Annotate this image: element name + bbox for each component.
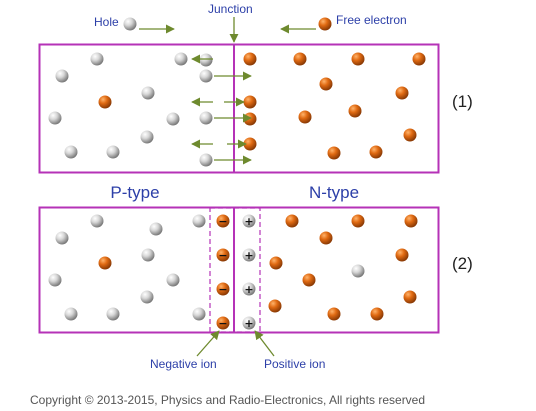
electron-legend-label: Free electron <box>336 13 407 27</box>
negative-ion-sign: − <box>218 215 227 228</box>
junction-label: Junction <box>208 2 253 16</box>
electron-particle <box>298 110 312 124</box>
n-type-label: N-type <box>309 183 359 202</box>
electron-particle <box>403 128 417 142</box>
hole-particle <box>64 307 78 321</box>
positive-ion-ball <box>242 316 256 330</box>
hole-particle <box>140 130 154 144</box>
positive-ion: + <box>242 248 256 262</box>
hole-particle <box>199 53 213 67</box>
electron-particle <box>302 273 316 287</box>
hole-particle <box>192 214 206 228</box>
hole-particle <box>149 222 163 236</box>
electron-particle <box>351 52 365 66</box>
hole-particle <box>90 52 104 66</box>
negative-ion: − <box>216 248 230 262</box>
hole-particle <box>199 111 213 125</box>
positive-ion-ball <box>242 282 256 296</box>
electron-particle <box>351 214 365 228</box>
electron-particle <box>403 290 417 304</box>
positive-ion-arrow <box>254 330 275 357</box>
electron-particle <box>327 307 341 321</box>
hole-legend-label: Hole <box>94 15 119 29</box>
electron-particle <box>404 214 418 228</box>
hole-particle <box>90 214 104 228</box>
hole-particle <box>55 69 69 83</box>
positive-ion: + <box>242 316 256 330</box>
electron-particle <box>369 145 383 159</box>
positive-ion-sign: + <box>244 249 253 262</box>
hole-particle <box>64 145 78 159</box>
electron-particle <box>269 256 283 270</box>
negative-ion-sign: − <box>218 249 227 262</box>
hole-particle <box>140 290 154 304</box>
panel-2-number: (2) <box>452 254 473 273</box>
negative-ion-ball <box>216 282 230 296</box>
hole-particle <box>192 307 206 321</box>
electron-particle <box>395 248 409 262</box>
hole-legend-icon <box>123 17 137 31</box>
positive-ion: + <box>242 214 256 228</box>
positive-ion-ball <box>242 248 256 262</box>
hole-particle <box>351 264 365 278</box>
panel-1-number: (1) <box>452 92 473 111</box>
hole-particle <box>106 307 120 321</box>
hole-particle <box>141 86 155 100</box>
negative-ion-sign: − <box>218 317 227 330</box>
positive-ion-sign: + <box>244 283 253 296</box>
electron-particle <box>395 86 409 100</box>
depletion-region <box>209 207 261 333</box>
electron-particle <box>243 112 257 126</box>
p-type-label: P-type <box>110 183 159 202</box>
copyright-text: Copyright © 2013-2015, Physics and Radio… <box>30 393 425 407</box>
hole-particle <box>48 273 62 287</box>
hole-particle <box>199 153 213 167</box>
negative-ion-ball <box>216 316 230 330</box>
electron-particle <box>293 52 307 66</box>
positive-ion-label: Positive ion <box>264 357 325 371</box>
electron-particle <box>243 52 257 66</box>
electron-particle <box>319 77 333 91</box>
panel-1-frame <box>38 43 440 174</box>
hole-particle <box>199 69 213 83</box>
negative-ion: − <box>216 214 230 228</box>
positive-ion-ball <box>242 214 256 228</box>
electron-particle <box>327 146 341 160</box>
electron-particle <box>98 95 112 109</box>
panel-2-ions: − + − + − + − + <box>216 214 256 330</box>
electron-particle <box>412 52 426 66</box>
electron-particle <box>243 95 257 109</box>
hole-particle <box>106 145 120 159</box>
negative-ion-sign: − <box>218 283 227 296</box>
negative-ion: − <box>216 316 230 330</box>
electron-particle <box>285 214 299 228</box>
negative-ion-arrow <box>196 330 220 357</box>
hole-particle <box>166 112 180 126</box>
negative-ion-label: Negative ion <box>150 357 217 371</box>
electron-particle <box>98 256 112 270</box>
hole-particle <box>141 248 155 262</box>
panel-1-arrows <box>191 54 252 165</box>
electron-legend-icon <box>318 17 332 31</box>
panel-1-particles <box>48 52 426 167</box>
hole-particle <box>48 111 62 125</box>
hole-particle <box>55 231 69 245</box>
electron-particle <box>348 104 362 118</box>
positive-ion-sign: + <box>244 215 253 228</box>
hole-particle <box>174 52 188 66</box>
negative-ion-ball <box>216 248 230 262</box>
hole-particle <box>166 273 180 287</box>
panel-2-particles <box>48 214 418 321</box>
positive-ion-sign: + <box>244 317 253 330</box>
electron-particle <box>370 307 384 321</box>
positive-ion: + <box>242 282 256 296</box>
negative-ion: − <box>216 282 230 296</box>
electron-particle <box>319 231 333 245</box>
negative-ion-ball <box>216 214 230 228</box>
electron-particle <box>268 299 282 313</box>
